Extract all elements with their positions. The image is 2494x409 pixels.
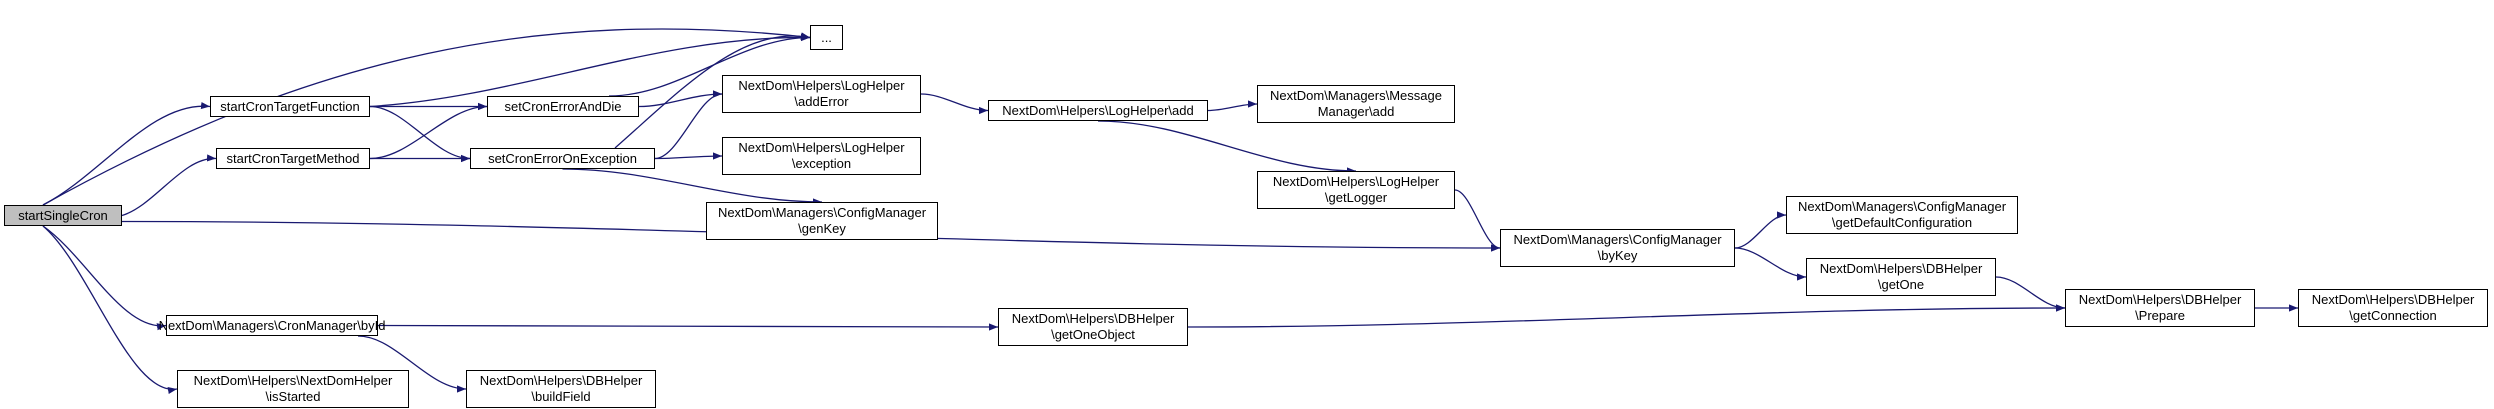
edge-func-to-exc bbox=[369, 105, 471, 163]
node-dbhelper-prepare[interactable]: NextDom\Helpers\DBHelper \Prepare bbox=[2065, 289, 2255, 327]
node-loghelper-exception[interactable]: NextDom\Helpers\LogHelper \exception bbox=[722, 137, 921, 175]
node-messagemanager-add[interactable]: NextDom\Managers\Message Manager\add bbox=[1257, 85, 1455, 123]
edge-exc-to-ellipsis bbox=[614, 32, 811, 149]
node-nextdomhelper-isstarted-main[interactable]: NextDom\Helpers\NextDomHelper\isStarted bbox=[177, 370, 409, 408]
node-dbhelper-getone[interactable]: NextDom\Helpers\DBHelper \getOne bbox=[1806, 258, 1996, 296]
node-start-cron-target-method[interactable]: startCronTargetMethod bbox=[216, 148, 370, 169]
edge-logadd-to-msgadd bbox=[1207, 100, 1258, 112]
edge-cronbyid-to-buildfield bbox=[357, 335, 467, 393]
node-dbhelper-getoneobject[interactable]: NextDom\Helpers\DBHelper \getOneObject bbox=[998, 308, 1188, 346]
edge-func-to-ellipsis bbox=[369, 33, 811, 108]
edge-exc-to-adderr bbox=[654, 90, 723, 160]
edge-die-to-ellipsis bbox=[608, 33, 811, 97]
edge-root-to-isstarted bbox=[42, 225, 178, 395]
node-configmanager-bykey[interactable]: NextDom\Managers\ConfigManager \byKey bbox=[1500, 229, 1735, 267]
node-configmanager-genkey[interactable]: NextDom\Managers\ConfigManager \genKey bbox=[706, 202, 938, 240]
node-set-cron-error-and-die[interactable]: setCronErrorAndDie bbox=[487, 96, 639, 117]
node-dbhelper-getconnection[interactable]: NextDom\Helpers\DBHelper \getConnection bbox=[2298, 289, 2488, 327]
node-loghelper-getlogger[interactable]: NextDom\Helpers\LogHelper \getLogger bbox=[1257, 171, 1455, 209]
edge-meth-to-die bbox=[369, 102, 488, 160]
node-loghelper-add[interactable]: NextDom\Helpers\LogHelper\add bbox=[988, 100, 1208, 121]
node-ellipsis[interactable]: ... bbox=[810, 25, 843, 50]
node-start-single-cron[interactable]: startSingleCron bbox=[4, 205, 122, 226]
edge-root-to-func bbox=[42, 102, 211, 206]
edge-logadd-to-getlogger bbox=[1097, 120, 1357, 175]
edge-exc-to-genkey bbox=[562, 168, 823, 206]
node-dbhelper-buildfield[interactable]: NextDom\Helpers\DBHelper\buildField bbox=[466, 370, 656, 408]
edge-exc-to-logexc bbox=[654, 152, 723, 160]
edge-layer bbox=[42, 28, 2298, 395]
edge-cronbyid-to-getoneobj bbox=[377, 323, 999, 331]
edge-bykey-to-defconf bbox=[1734, 211, 1787, 249]
node-loghelper-adderror[interactable]: NextDom\Helpers\LogHelper \addError bbox=[722, 75, 921, 113]
node-start-cron-target-function[interactable]: startCronTargetFunction bbox=[210, 96, 370, 117]
edge-bykey-to-getone bbox=[1734, 247, 1807, 281]
edge-root-to-ellipsis bbox=[42, 28, 811, 206]
node-cronmanager-byid[interactable]: NextDom\Managers\CronManager\byId bbox=[159, 315, 385, 336]
edge-getoneobj-to-prepare bbox=[1187, 304, 2066, 328]
edge-getlogger-to-bykey bbox=[1454, 189, 1501, 252]
edge-root-to-meth bbox=[121, 154, 217, 217]
edge-adderr-to-logadd bbox=[920, 93, 989, 115]
edge-root-to-cronbyid bbox=[42, 225, 167, 331]
edge-getone-to-prepare bbox=[1995, 276, 2066, 312]
node-configmanager-getdefaultconfiguration[interactable]: NextDom\Managers\ConfigManager \getDefau… bbox=[1786, 196, 2018, 234]
node-set-cron-error-on-exception[interactable]: setCronErrorOnException bbox=[470, 148, 655, 169]
